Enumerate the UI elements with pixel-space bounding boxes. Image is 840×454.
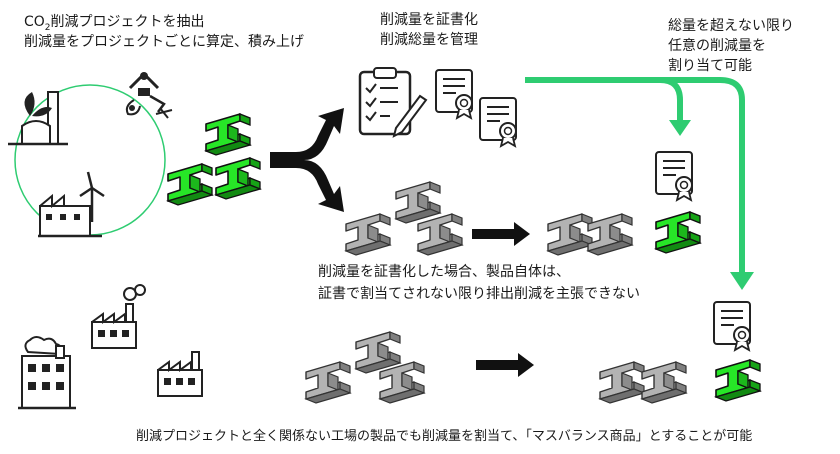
steel-beam-gray-8 (379, 361, 425, 404)
steel-beam-gray-10 (641, 361, 687, 404)
certificate-icon-top-2 (479, 97, 517, 147)
middle-note-line2: 証書で割当てされない限り排出削減を主張できない (318, 285, 640, 302)
steel-beam-green-3 (215, 157, 261, 200)
steel-beam-green-2 (167, 163, 213, 206)
steel-beam-gray-2 (345, 213, 391, 256)
steel-beam-gray-6 (355, 331, 401, 374)
robot-arm-icon (125, 71, 173, 119)
steel-beam-gray-5 (587, 213, 633, 256)
factory-smoke-icon (123, 284, 146, 301)
steel-beam-gray-7 (305, 361, 351, 404)
allocation-arrows (525, 77, 754, 290)
steel-beam-gray-1 (395, 181, 441, 224)
middle-note-line1: 削減量を証書化した場合、製品自体は、 (318, 263, 570, 280)
arrow-right-middle (472, 222, 530, 246)
allocate-note-line3: 割り当て可能 (668, 57, 752, 74)
steel-beam-gray-3 (417, 213, 463, 256)
leaf-plant-icon (8, 91, 68, 146)
steel-beam-gray-9 (599, 361, 645, 404)
certificate-icon-bottom (713, 301, 751, 351)
steel-beam-gray-4 (547, 213, 593, 256)
steel-beam-green-4 (655, 211, 701, 254)
factory-icon-3 (157, 351, 203, 397)
fork-arrow (270, 108, 344, 212)
arrow-right-bottom (476, 353, 534, 377)
wind-factory-icon (38, 171, 105, 238)
footer-note: 削減プロジェクトと全く関係ない工場の製品でも削減量を割当て、「マスバランス商品」… (136, 428, 752, 444)
factory-icon-1 (91, 303, 137, 349)
allocate-note-line1: 総量を超えない限り (668, 18, 794, 34)
steel-beam-green-1 (205, 113, 251, 156)
allocate-note-line2: 任意の削減量を (668, 37, 766, 54)
certify-note-line2: 削減総量を管理 (380, 31, 478, 48)
certificate-icon-top-1 (435, 69, 473, 119)
steel-beam-green-5 (715, 359, 761, 402)
factory-icon-2 (18, 336, 76, 410)
checklist-icon (358, 67, 428, 138)
header-title-line2: 削減量をプロジェクトごとに算定、積み上げ (24, 33, 304, 50)
certificate-icon-middle (655, 151, 693, 201)
header-title-line1: CO2削減プロジェクトを抽出 (24, 13, 205, 33)
certify-note-line1: 削減量を証書化 (380, 11, 478, 28)
